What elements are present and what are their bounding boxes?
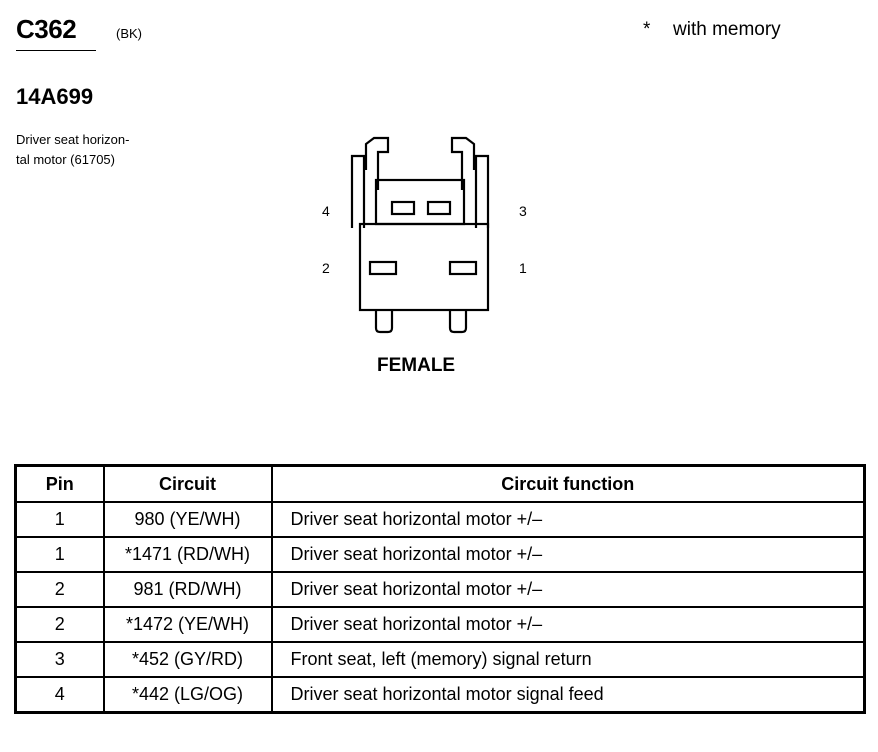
cell-circuit: 981 (RD/WH) [102, 571, 273, 608]
cell-circuit: *452 (GY/RD) [102, 641, 273, 678]
cell-circuit: 980 (YE/WH) [102, 501, 273, 538]
part-number: 14A699 [16, 84, 94, 109]
terminal-pin-4 [390, 200, 416, 216]
table-header-row: Pin Circuit Circuit function [14, 464, 866, 503]
cell-circuit: *442 (LG/OG) [102, 676, 273, 714]
connector-gender-label: FEMALE [377, 355, 456, 376]
cell-function: Driver seat horizontal motor +/– [270, 536, 866, 573]
cell-pin: 4 [14, 676, 105, 714]
table-row: 1 *1471 (RD/WH) Driver seat horizontal m… [14, 536, 866, 573]
right-leg [448, 310, 468, 334]
memory-note-symbol: * [643, 19, 651, 40]
terminal-pin-2 [368, 260, 398, 276]
cell-function: Driver seat horizontal motor +/– [270, 606, 866, 643]
memory-note-text: with memory [673, 19, 781, 40]
connector-id: C362 [16, 14, 77, 44]
terminal-pin-3 [426, 200, 452, 216]
left-latch-hook [364, 136, 390, 190]
table-row: 4 *442 (LG/OG) Driver seat horizontal mo… [14, 676, 866, 714]
left-leg [374, 310, 394, 334]
terminal-pin-1 [448, 260, 478, 276]
connector-face-diagram [350, 136, 490, 334]
component-description: Driver seat horizon- tal motor (61705) [16, 130, 176, 170]
pin-label-2: 2 [322, 260, 330, 276]
cell-pin: 2 [14, 606, 105, 643]
lower-housing [358, 222, 490, 312]
cell-pin: 1 [14, 501, 105, 538]
pin-label-3: 3 [519, 203, 527, 219]
table-row: 2 981 (RD/WH) Driver seat horizontal mot… [14, 571, 866, 608]
left-latch-arm [350, 154, 366, 228]
description-line-2: tal motor (61705) [16, 152, 115, 167]
cell-pin: 2 [14, 571, 105, 608]
cell-function: Front seat, left (memory) signal return [270, 641, 866, 678]
header-circuit: Circuit [102, 464, 273, 503]
connector-color-code: (BK) [116, 26, 142, 41]
pinout-table: Pin Circuit Circuit function 1 980 (YE/W… [14, 464, 866, 714]
right-latch-arm [474, 154, 490, 228]
table-row: 2 *1472 (YE/WH) Driver seat horizontal m… [14, 606, 866, 643]
cell-pin: 1 [14, 536, 105, 573]
pin-label-1: 1 [519, 260, 527, 276]
memory-note: * with memory [643, 19, 781, 41]
description-line-1: Driver seat horizon- [16, 132, 130, 147]
connector-id-underline [16, 50, 96, 51]
table-row: 3 *452 (GY/RD) Front seat, left (memory)… [14, 641, 866, 678]
table-row: 1 980 (YE/WH) Driver seat horizontal mot… [14, 501, 866, 538]
cell-circuit: *1472 (YE/WH) [102, 606, 273, 643]
cell-pin: 3 [14, 641, 105, 678]
header-pin: Pin [14, 464, 105, 503]
cell-function: Driver seat horizontal motor +/– [270, 501, 866, 538]
cell-function: Driver seat horizontal motor signal feed [270, 676, 866, 714]
cell-function: Driver seat horizontal motor +/– [270, 571, 866, 608]
right-latch-hook [450, 136, 476, 190]
cell-circuit: *1471 (RD/WH) [102, 536, 273, 573]
pin-label-4: 4 [322, 203, 330, 219]
header-circuit-function: Circuit function [270, 464, 866, 503]
